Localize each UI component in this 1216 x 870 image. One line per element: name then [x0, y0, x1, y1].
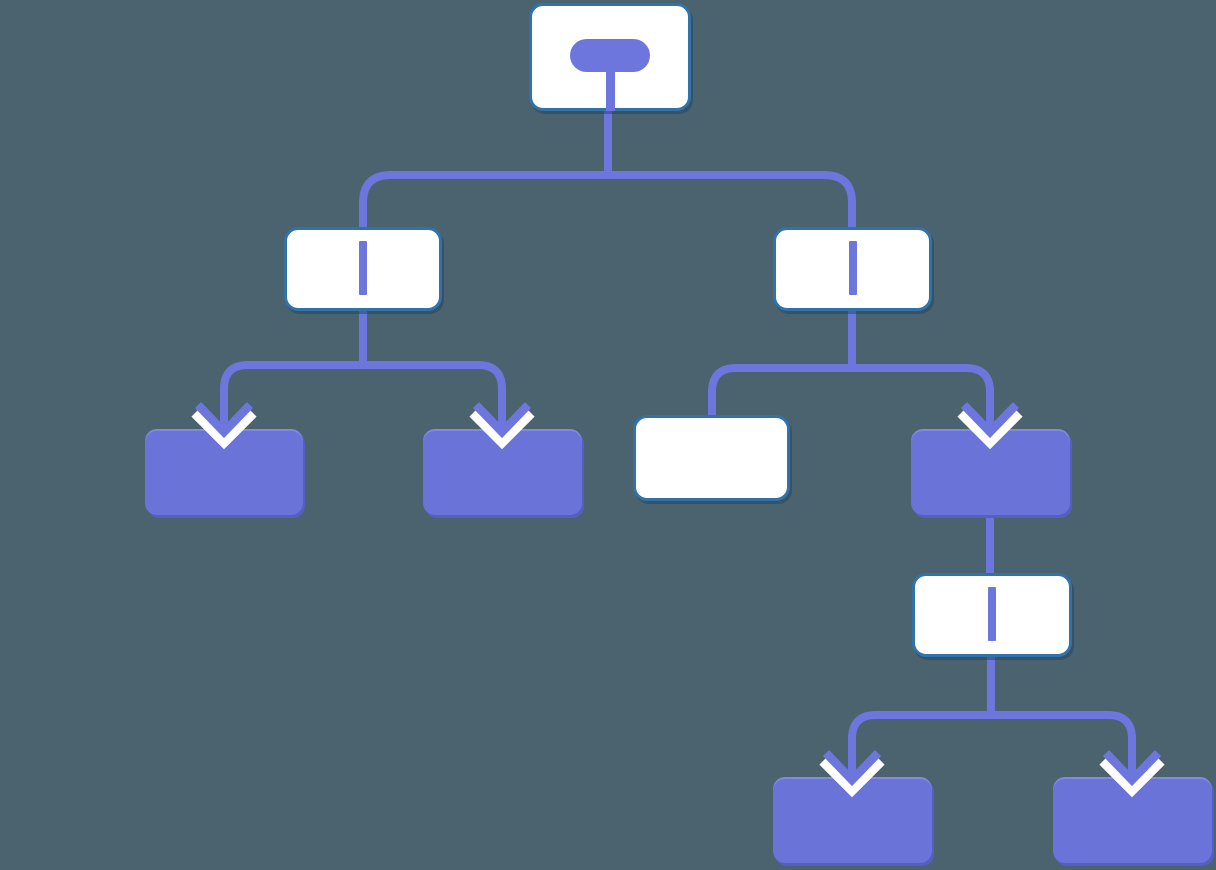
- pill-stem-icon: [605, 70, 615, 111]
- node-branch-left[interactable]: [284, 227, 442, 311]
- node-leaf-1a[interactable]: [145, 429, 303, 515]
- edge-to-node-2a: [708, 364, 852, 420]
- divider-line-icon: [988, 587, 996, 641]
- edge-root-to-right: [608, 171, 856, 231]
- node-leaf-3b[interactable]: [1053, 777, 1212, 863]
- pill-icon: [570, 39, 650, 72]
- node-2a-plain[interactable]: [633, 415, 790, 501]
- divider-line-icon: [848, 241, 857, 295]
- node-root[interactable]: [529, 3, 691, 111]
- divider-line-icon: [359, 241, 367, 295]
- node-2b-step[interactable]: [911, 429, 1070, 515]
- node-branch-low[interactable]: [912, 573, 1072, 657]
- node-branch-right[interactable]: [773, 227, 932, 311]
- node-leaf-3a[interactable]: [773, 777, 932, 863]
- edge-root-to-left: [359, 171, 608, 231]
- node-leaf-1b[interactable]: [423, 429, 582, 515]
